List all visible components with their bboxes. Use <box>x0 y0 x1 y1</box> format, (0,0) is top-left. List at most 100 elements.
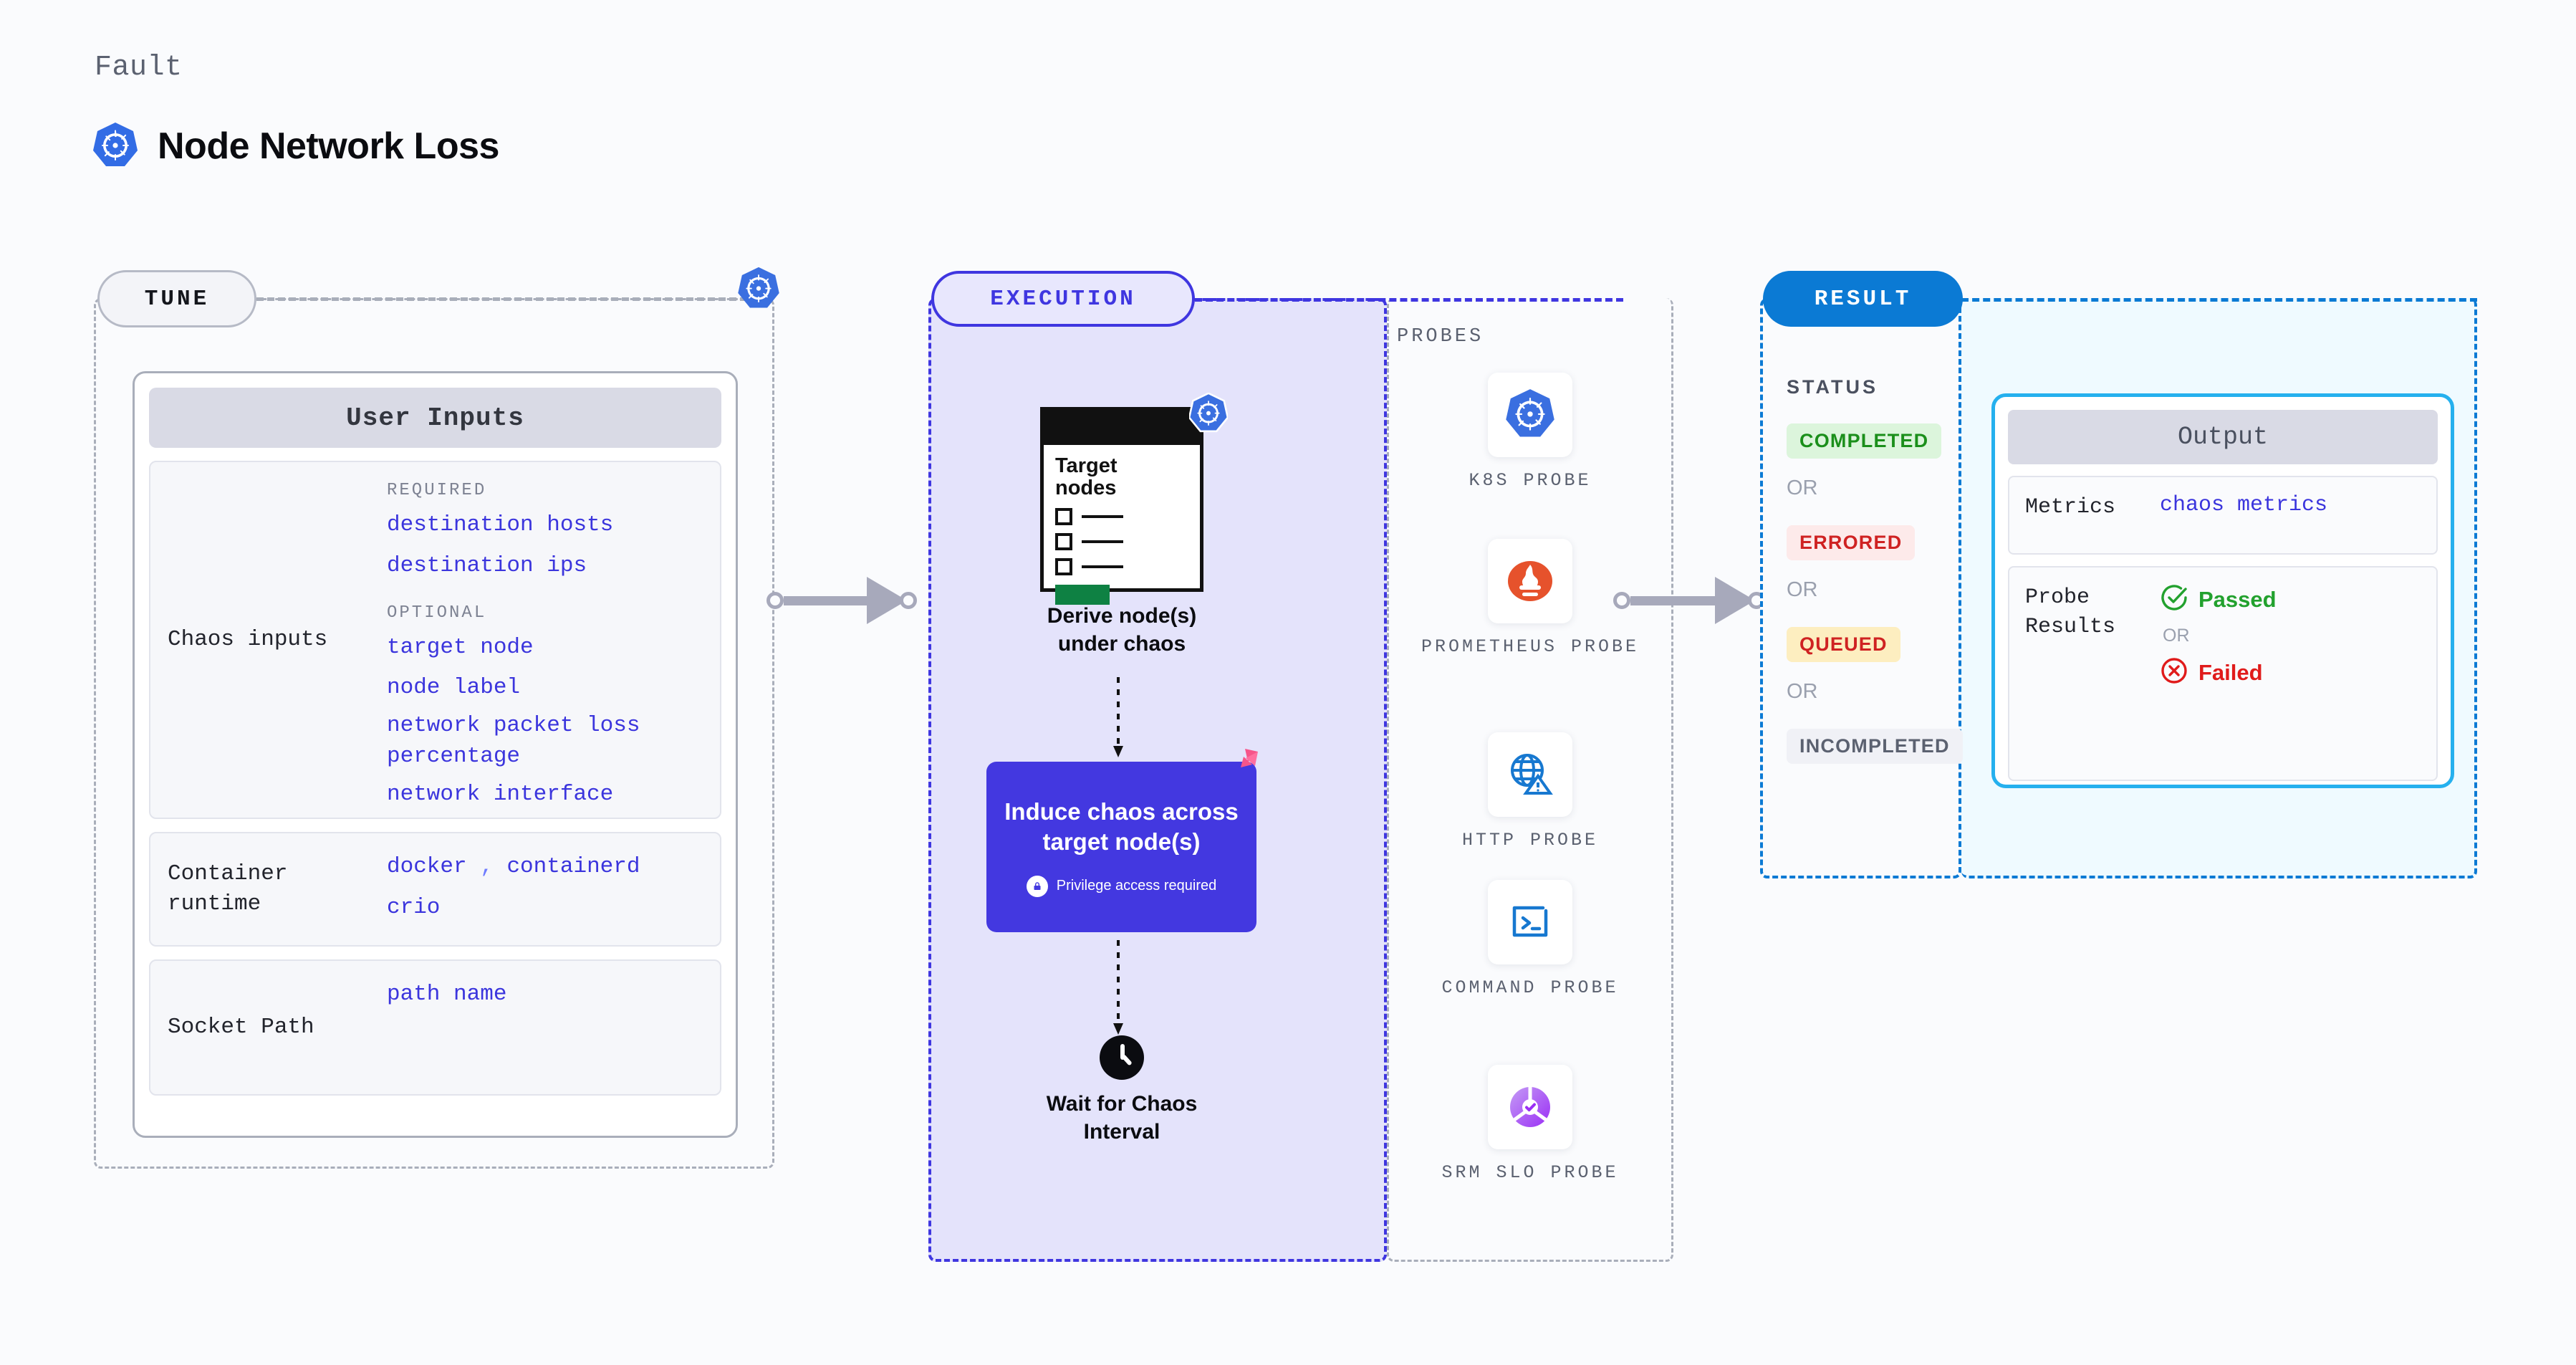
probe-label: COMMAND PROBE <box>1441 977 1619 998</box>
card-list-row <box>1055 507 1200 525</box>
kubernetes-icon <box>1188 392 1229 439</box>
probe-item-command[interactable]: COMMAND PROBE <box>1387 880 1673 1000</box>
optional-group-title: OPTIONAL <box>387 603 487 623</box>
page-title: Node Network Loss <box>158 125 499 167</box>
probe-item-http[interactable]: HTTP PROBE <box>1387 732 1673 853</box>
input-target-node[interactable]: target node <box>387 634 534 660</box>
result-section-container <box>1760 298 1961 878</box>
execution-step-wait-interval: Wait for Chaos Interval <box>1029 1035 1215 1146</box>
caption-line-1: Derive node(s) <box>1047 604 1197 628</box>
metrics-value[interactable]: chaos metrics <box>2160 493 2328 517</box>
card-list-row <box>1055 532 1200 550</box>
status-or-3: OR <box>1787 680 1818 703</box>
terminal-icon <box>1488 880 1572 964</box>
privilege-access-text: Privilege access required <box>1056 878 1217 894</box>
step-caption: Derive node(s) under chaos <box>1029 602 1215 658</box>
caption-line-1: Wait for Chaos <box>1046 1092 1198 1116</box>
execution-step-derive-nodes: Target nodes <box>1029 392 1229 658</box>
probe-label: SRM SLO PROBE <box>1441 1162 1619 1183</box>
execution-badge[interactable]: EXECUTION <box>931 271 1195 327</box>
status-or-2: OR <box>1787 578 1818 601</box>
user-inputs-header: User Inputs <box>149 388 721 448</box>
connector-line <box>1630 595 1716 605</box>
srm-slo-icon <box>1488 1065 1572 1149</box>
socket-path-values: path name <box>387 980 720 1076</box>
input-network-packet-loss-percentage[interactable]: network packet loss percentage <box>387 713 640 769</box>
socket-path-label: Socket Path <box>168 1015 314 1040</box>
runtime-crio[interactable]: crio <box>387 894 441 920</box>
chaos-inputs-row: Chaos inputs REQUIRED destination hosts … <box>149 461 721 819</box>
user-inputs-panel: User Inputs Chaos inputs REQUIRED destin… <box>133 371 738 1138</box>
prometheus-icon <box>1488 539 1572 623</box>
probe-results-label: Probe Results <box>2009 583 2160 764</box>
result-badge[interactable]: RESULT <box>1763 271 1963 327</box>
card-title-line1: Target <box>1055 454 1118 477</box>
container-runtime-label: Container runtime <box>150 852 387 926</box>
status-badge-completed: COMPLETED <box>1787 423 1942 459</box>
card-submit-bar <box>1055 584 1110 605</box>
tune-dashed-connector <box>256 297 758 301</box>
input-destination-ips[interactable]: destination ips <box>387 552 587 578</box>
failed-text: Failed <box>2198 659 2263 685</box>
status-badge-incompleted: INCOMPLETED <box>1787 729 1963 764</box>
chaos-caption-line-1: Induce chaos across <box>1004 798 1239 825</box>
connector-execution-to-result <box>1613 577 1778 624</box>
connector-line <box>784 595 868 605</box>
container-runtime-label-text: Container runtime <box>168 861 288 916</box>
probe-results-label-line1: Probe <box>2025 585 2090 610</box>
kubernetes-icon <box>93 122 138 171</box>
connector-dot-right <box>900 592 917 609</box>
clock-icon <box>1100 1035 1144 1080</box>
socket-path-value[interactable]: path name <box>387 982 507 1007</box>
checkbox-icon <box>1055 532 1072 550</box>
result-dashed-connector <box>1961 298 2477 302</box>
lock-icon <box>1026 875 1048 897</box>
checkbox-icon <box>1055 507 1072 525</box>
step-caption: Wait for Chaos Interval <box>1029 1090 1215 1146</box>
connector-dot-left <box>766 592 784 609</box>
chaos-inputs-values: REQUIRED destination hosts destination i… <box>387 481 720 807</box>
tune-badge[interactable]: TUNE <box>97 270 256 327</box>
page-title-row: Node Network Loss <box>93 122 499 171</box>
input-network-interface[interactable]: network interface <box>387 781 614 807</box>
list-line <box>1082 540 1123 543</box>
probe-label: K8S PROBE <box>1469 470 1592 491</box>
card-list-row <box>1055 557 1200 575</box>
caption-line-2: Interval <box>1083 1120 1160 1144</box>
induce-chaos-text: Induce chaos across target node(s) <box>1004 797 1238 856</box>
flow-arrow-down-2 <box>1111 940 1125 1040</box>
privilege-access-row: Privilege access required <box>1026 875 1217 897</box>
metrics-row: Metrics chaos metrics <box>2008 476 2438 555</box>
target-nodes-card-icon: Target nodes <box>1040 407 1203 605</box>
kubernetes-icon <box>1488 373 1572 457</box>
container-runtime-values: docker , containerd crio <box>387 852 720 926</box>
chaos-inputs-label: Chaos inputs <box>168 627 328 653</box>
check-circle-icon <box>2160 583 2188 616</box>
execution-dashed-connector <box>1195 298 1623 302</box>
card-body: Target nodes <box>1044 445 1200 605</box>
x-circle-icon <box>2160 656 2188 689</box>
runtime-containerd[interactable]: containerd <box>506 854 640 879</box>
probe-results-values: Passed OR Failed <box>2160 583 2277 764</box>
probe-label: HTTP PROBE <box>1461 830 1599 851</box>
flow-arrow-down-1 <box>1111 677 1125 763</box>
probe-item-prometheus[interactable]: PROMETHEUS PROBE <box>1387 539 1673 659</box>
metrics-label: Metrics <box>2025 495 2116 519</box>
input-node-label[interactable]: node label <box>387 675 521 701</box>
runtime-separator: , <box>480 854 494 879</box>
probe-result-passed: Passed <box>2160 583 2277 616</box>
probe-label: PROMETHEUS PROBE <box>1421 636 1640 657</box>
probe-item-k8s[interactable]: K8S PROBE <box>1387 373 1673 493</box>
litmus-chaos-icon <box>1226 747 1259 784</box>
probe-results-label-line2: Results <box>2025 614 2116 639</box>
runtime-docker[interactable]: docker <box>387 854 467 879</box>
probe-result-failed: Failed <box>2160 656 2277 689</box>
probe-item-srm-slo[interactable]: SRM SLO PROBE <box>1387 1065 1673 1185</box>
output-card: Output Metrics chaos metrics Probe Resul… <box>1991 393 2454 788</box>
card-title-line2: nodes <box>1055 476 1117 500</box>
status-badge-queued: QUEUED <box>1787 627 1900 662</box>
induce-chaos-box[interactable]: Induce chaos across target node(s) Privi… <box>986 762 1256 932</box>
globe-warning-icon <box>1488 732 1572 817</box>
input-destination-hosts[interactable]: destination hosts <box>387 512 614 537</box>
card-titlebar <box>1044 411 1200 445</box>
